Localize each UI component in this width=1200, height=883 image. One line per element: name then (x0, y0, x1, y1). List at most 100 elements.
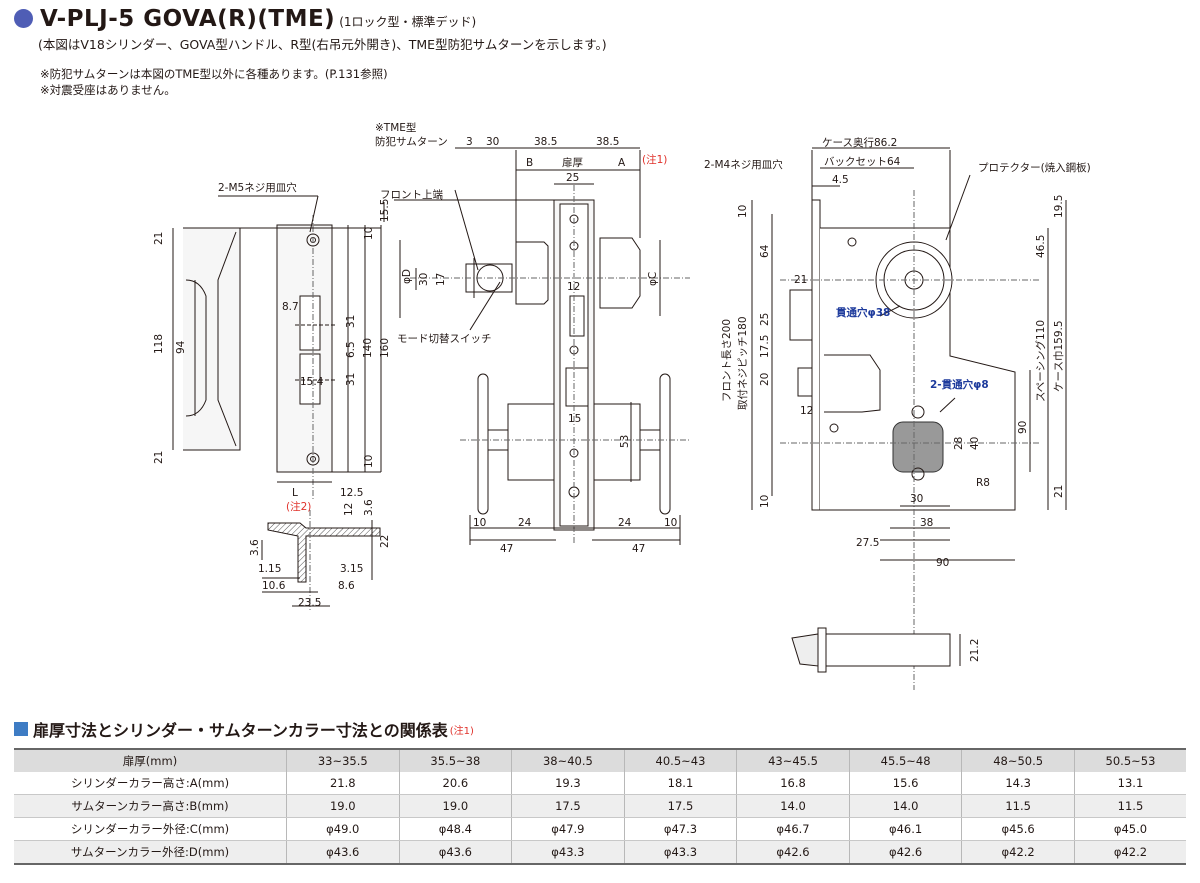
sec-dim-1-15: 1.15 (258, 563, 281, 575)
front-length-label: フロント長さ200 (721, 319, 733, 402)
bottom-dim-21-2: 21.2 (969, 639, 981, 662)
dim-31b: 31 (345, 373, 357, 386)
note-1: ※防犯サムターンは本図のTME型以外に各種あります。(P.131参照) (40, 67, 388, 81)
header-cell: 35.5~38 (399, 749, 513, 772)
tme-label-1: ※TME型 (375, 121, 416, 134)
side-dim-25: 25 (759, 313, 771, 326)
dim-10t: 10 (363, 227, 375, 240)
side-dim-20: 20 (759, 373, 771, 386)
tme-label-2: 防犯サムターン (375, 135, 448, 148)
front-dim-A: A (618, 157, 626, 169)
table-cell: 19.0 (286, 794, 400, 818)
side-dim-46-5: 46.5 (1035, 235, 1047, 258)
side-dim-90h: 90 (936, 557, 949, 569)
front-phi-D: φD (401, 269, 413, 284)
table-cell: φ42.6 (736, 840, 850, 865)
dim-6-5: 6.5 (345, 341, 357, 358)
sec-dim-12: 12 (343, 503, 355, 516)
side-dim-27-5: 27.5 (856, 537, 879, 549)
header-cell: 33~35.5 (286, 749, 400, 772)
front-dim-38-5a: 38.5 (534, 136, 557, 148)
table-row: シリンダーカラー高さ:A(mm) 21.8 20.6 19.3 18.1 16.… (14, 772, 1186, 795)
front-dim-thickness: 扉厚 (562, 156, 583, 169)
case-depth-label: ケース奥行86.2 (822, 136, 897, 149)
table-cell: φ48.4 (399, 817, 513, 841)
table-cell: 20.6 (399, 772, 513, 795)
note-2: ※対震受座はありません。 (40, 83, 176, 97)
front-dim-B: B (526, 157, 533, 169)
header-cell: 45.5~48 (849, 749, 963, 772)
side-dim-17-5: 17.5 (759, 335, 771, 358)
dim-10b: 10 (363, 455, 375, 468)
dim-31a: 31 (345, 315, 357, 328)
side-dim-4-5: 4.5 (832, 174, 849, 186)
row-label: サムターンカラー外径:D(mm) (14, 840, 287, 865)
backset-label: バックセット64 (824, 156, 901, 168)
table-title-row: 扉厚寸法とシリンダー・サムターンカラー寸法との関係表 (注1) (14, 717, 474, 741)
front-dim-17: 17 (435, 273, 447, 286)
side-dim-64: 64 (759, 244, 771, 258)
dim-21b: 21 (153, 451, 165, 464)
sec-dim-23-5: 23.5 (298, 597, 321, 609)
table-cell: φ43.6 (286, 840, 400, 865)
table-header-row: 扉厚(mm) 33~35.5 35.5~38 38~40.5 40.5~43 4… (14, 749, 1186, 772)
row-label: サムターンカラー高さ:B(mm) (14, 794, 287, 818)
hole-38-label: 貫通穴φ38 (835, 306, 890, 319)
side-dim-R8: R8 (976, 477, 990, 489)
title-row: V-PLJ-5 GOVA(R)(TME) (1ロック型・標準デッド) (14, 6, 1184, 32)
side-screw-label: 2-M4ネジ用皿穴 (704, 158, 783, 171)
front-dim-24a: 24 (518, 517, 532, 529)
sec-dim-22: 22 (379, 535, 391, 548)
side-dim-21r: 21 (1053, 485, 1065, 498)
page-title: V-PLJ-5 GOVA(R)(TME) (40, 6, 336, 32)
table-cell: φ42.6 (849, 840, 963, 865)
table-cell: φ45.6 (961, 817, 1075, 841)
table-cell: 17.5 (511, 794, 625, 818)
dim-L: L (292, 487, 298, 499)
mode-switch-label: モード切替スイッチ (397, 332, 492, 345)
front-dim-30v: 30 (418, 273, 430, 286)
table-note: (注1) (449, 725, 474, 737)
table-cell: 14.0 (849, 794, 963, 818)
table-cell: 19.3 (511, 772, 625, 795)
table-cell: 21.8 (286, 772, 400, 795)
header-cell: 43~45.5 (736, 749, 850, 772)
table-cell: φ47.3 (624, 817, 738, 841)
header-cell: 40.5~43 (624, 749, 738, 772)
front-dim-53: 53 (619, 435, 631, 448)
spacing-label: スペーシング110 (1034, 320, 1047, 402)
hole-8-label: 2-貫通穴φ8 (930, 378, 989, 391)
side-dim-90v: 90 (1017, 421, 1029, 434)
table-cell: φ43.6 (399, 840, 513, 865)
side-dim-19-5: 19.5 (1053, 195, 1065, 218)
note-1-marker: (注1) (642, 153, 667, 166)
pitch-label: 取付ネジピッチ180 (736, 316, 749, 410)
front-dim-24b: 24 (618, 517, 632, 529)
dimension-table: 扉厚(mm) 33~35.5 35.5~38 38~40.5 40.5~43 4… (14, 748, 1186, 865)
header-cell: 50.5~53 (1074, 749, 1186, 772)
sec-dim-8-6: 8.6 (338, 580, 355, 592)
side-dim-10b: 10 (759, 495, 771, 508)
table-cell: φ46.7 (736, 817, 850, 841)
sec-dim-10-6: 10.6 (262, 580, 286, 592)
front-dim-10a: 10 (473, 517, 486, 529)
table-title: 扉厚寸法とシリンダー・サムターンカラー寸法との関係表 (33, 721, 448, 740)
side-dim-38: 38 (920, 517, 933, 529)
table-cell: 11.5 (1074, 794, 1186, 818)
dim-15-4: 15.4 (300, 376, 324, 388)
table-cell: 16.8 (736, 772, 850, 795)
table-cell: 17.5 (624, 794, 738, 818)
notes: ※防犯サムターンは本図のTME型以外に各種あります。(P.131参照) ※対震受… (40, 66, 388, 98)
front-top-label: フロント上端 (380, 188, 443, 201)
table-cell: φ49.0 (286, 817, 400, 841)
table-cell: φ42.2 (961, 840, 1075, 865)
table-cell: 15.6 (849, 772, 963, 795)
table-cell: 11.5 (961, 794, 1075, 818)
square-bullet-icon (14, 722, 28, 736)
table-cell: φ43.3 (624, 840, 738, 865)
strike-section-view (261, 510, 381, 610)
table-row: シリンダーカラー外径:C(mm) φ49.0 φ48.4 φ47.9 φ47.3… (14, 817, 1186, 841)
table-cell: 19.0 (399, 794, 513, 818)
table-cell: 18.1 (624, 772, 738, 795)
row-label: シリンダーカラー外径:C(mm) (14, 817, 287, 841)
